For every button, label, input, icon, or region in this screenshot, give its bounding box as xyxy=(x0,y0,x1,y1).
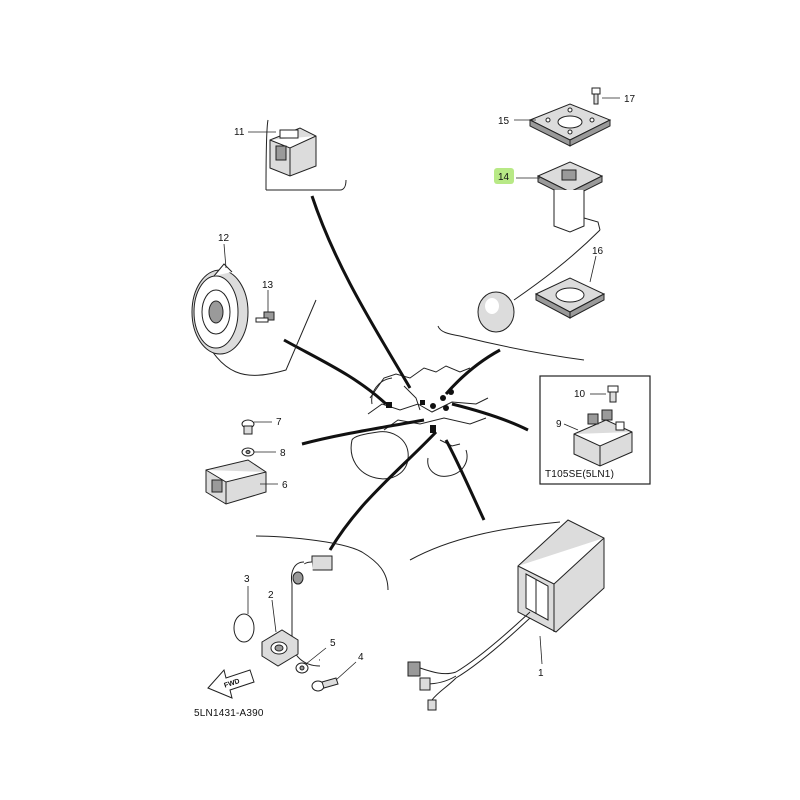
part-7-screw xyxy=(241,419,255,435)
callout-5: 5 xyxy=(330,638,336,649)
fwd-label: FWD xyxy=(223,678,240,690)
part-14-fuel-sender xyxy=(477,161,604,333)
inset-label: T105SE(5LN1) xyxy=(545,469,614,480)
part-16-gasket xyxy=(534,277,606,319)
part-2-sensor-harness xyxy=(261,555,333,667)
leader-1 xyxy=(539,635,543,665)
callout-2: 2 xyxy=(268,590,274,601)
part-15-plate xyxy=(528,103,612,147)
callout-11: 11 xyxy=(234,127,245,138)
callout-12: 12 xyxy=(218,233,230,244)
part-13-bolt xyxy=(255,311,275,323)
part-12-horn xyxy=(191,263,249,355)
diagram-reference-code: 5LN1431-A390 xyxy=(194,708,264,719)
callout-1: 1 xyxy=(538,668,544,679)
callout-16: 16 xyxy=(592,246,604,257)
part-8-washer xyxy=(241,447,255,457)
leader-5 xyxy=(305,647,327,665)
leader-2 xyxy=(271,599,277,633)
part-1-cdi-unit xyxy=(407,519,605,711)
leader-12 xyxy=(223,243,227,269)
callout-14-highlight xyxy=(494,168,514,184)
part-11-relay xyxy=(269,127,317,177)
callout-4: 4 xyxy=(358,652,364,663)
callout-13: 13 xyxy=(262,280,274,291)
part-9-starter-relay xyxy=(573,409,633,467)
motorcycle-frame-outline xyxy=(350,365,489,480)
callout-17: 17 xyxy=(624,94,636,105)
callout-6: 6 xyxy=(282,480,288,491)
part-3-o-ring xyxy=(233,613,255,643)
part-4-bolt xyxy=(311,677,339,692)
leader-16 xyxy=(589,255,597,283)
fwd-arrow-icon: FWD xyxy=(207,668,255,699)
callout-3: 3 xyxy=(244,574,250,585)
callout-14: 14 xyxy=(498,172,510,183)
callout-10: 10 xyxy=(574,389,586,400)
leader-4 xyxy=(335,661,357,681)
part-17-bolt xyxy=(591,87,601,105)
leader-9 xyxy=(563,423,579,431)
callout-15: 15 xyxy=(498,116,510,127)
connection-wires xyxy=(283,195,529,551)
part-6-regulator xyxy=(205,459,267,505)
part-5-washer xyxy=(295,662,309,674)
callout-8: 8 xyxy=(280,448,286,459)
callout-7: 7 xyxy=(276,417,282,428)
callout-9: 9 xyxy=(556,419,562,430)
part-10-bolt xyxy=(607,385,619,403)
